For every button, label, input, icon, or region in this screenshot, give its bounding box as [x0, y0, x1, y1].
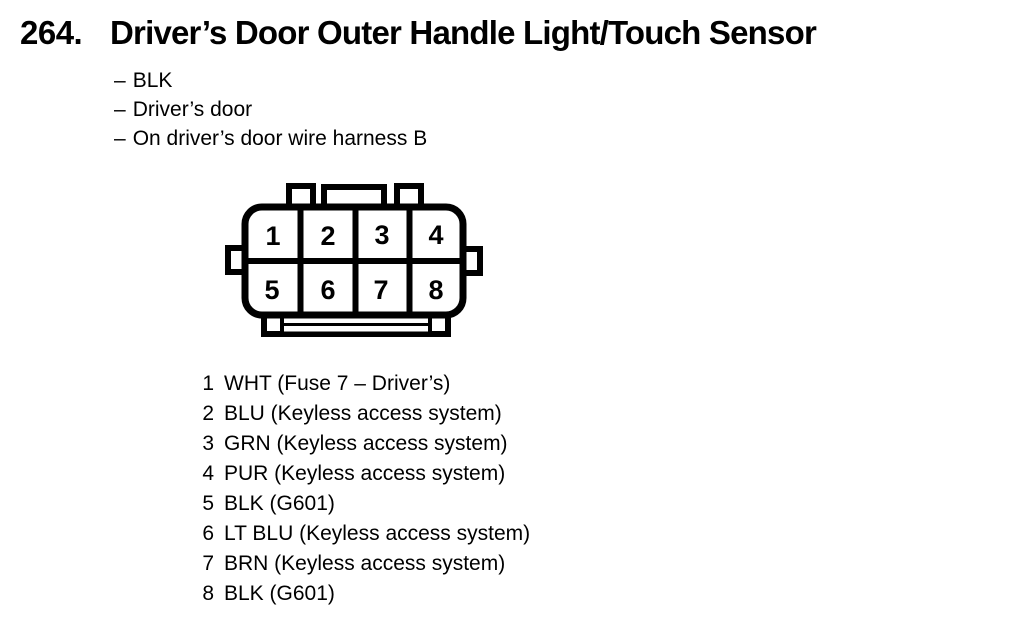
pin-number: 1 [202, 372, 214, 395]
page-title: Driver’s Door Outer Handle Light/Touch S… [110, 14, 817, 51]
rail-slot-upper [284, 317, 428, 323]
section-number: 264. [20, 14, 83, 51]
pin-number: 2 [202, 402, 214, 425]
pinout-row: 7 BRN (Keyless access system) [201, 549, 530, 579]
note-text: On driver’s door wire harness B [132, 127, 428, 150]
dash-prefix: – [114, 127, 126, 150]
note-text: BLK [132, 69, 173, 92]
pinout-row: 8 BLK (G601) [201, 579, 530, 609]
cavity-number-3: 3 [374, 220, 389, 250]
cavity-number-2: 2 [320, 221, 335, 251]
pin-description: PUR (Keyless access system) [224, 462, 506, 485]
pin-number: 8 [202, 582, 214, 605]
rail-end-cavity-left [267, 318, 280, 331]
pin-description: BLK (G601) [224, 492, 335, 515]
dash-prefix: – [114, 69, 126, 92]
pin-description: BLK (G601) [224, 582, 335, 605]
cavity-number-5: 5 [264, 275, 279, 305]
rail-slot-lower [284, 326, 428, 332]
pin-number: 7 [202, 552, 214, 575]
pin-number: 6 [202, 522, 214, 545]
note-location: –Driver’s door [114, 95, 427, 124]
pin-number: 5 [202, 492, 214, 515]
pin-description: WHT (Fuse 7 – Driver’s) [224, 372, 451, 395]
cavity-number-6: 6 [320, 275, 335, 305]
cavity-number-8: 8 [428, 275, 443, 305]
pinout-list: 1 WHT (Fuse 7 – Driver’s) 2 BLU (Keyless… [201, 369, 530, 609]
pinout-row: 1 WHT (Fuse 7 – Driver’s) [201, 369, 530, 399]
pinout-row: 4 PUR (Keyless access system) [201, 459, 530, 489]
connector-notes: –BLK –Driver’s door –On driver’s door wi… [114, 66, 427, 153]
pinout-row: 2 BLU (Keyless access system) [201, 399, 530, 429]
note-text: Driver’s door [132, 98, 253, 121]
rail-end-cavity-right [432, 318, 445, 331]
pin-number: 4 [202, 462, 214, 485]
pin-description: GRN (Keyless access system) [224, 432, 508, 455]
cavity-number-7: 7 [373, 275, 388, 305]
note-wire-color: –BLK [114, 66, 427, 95]
dash-prefix: – [114, 98, 126, 121]
pinout-row: 6 LT BLU (Keyless access system) [201, 519, 530, 549]
pinout-row: 5 BLK (G601) [201, 489, 530, 519]
pin-description: LT BLU (Keyless access system) [224, 522, 531, 545]
cavity-number-4: 4 [428, 220, 443, 250]
pin-description: BRN (Keyless access system) [224, 552, 506, 575]
connector-diagram: 1 2 3 4 5 6 7 8 [225, 183, 483, 337]
cavity-number-1: 1 [265, 221, 280, 251]
pin-description: BLU (Keyless access system) [224, 402, 502, 425]
pin-number: 3 [202, 432, 214, 455]
note-harness: –On driver’s door wire harness B [114, 124, 427, 153]
pinout-row: 3 GRN (Keyless access system) [201, 429, 530, 459]
